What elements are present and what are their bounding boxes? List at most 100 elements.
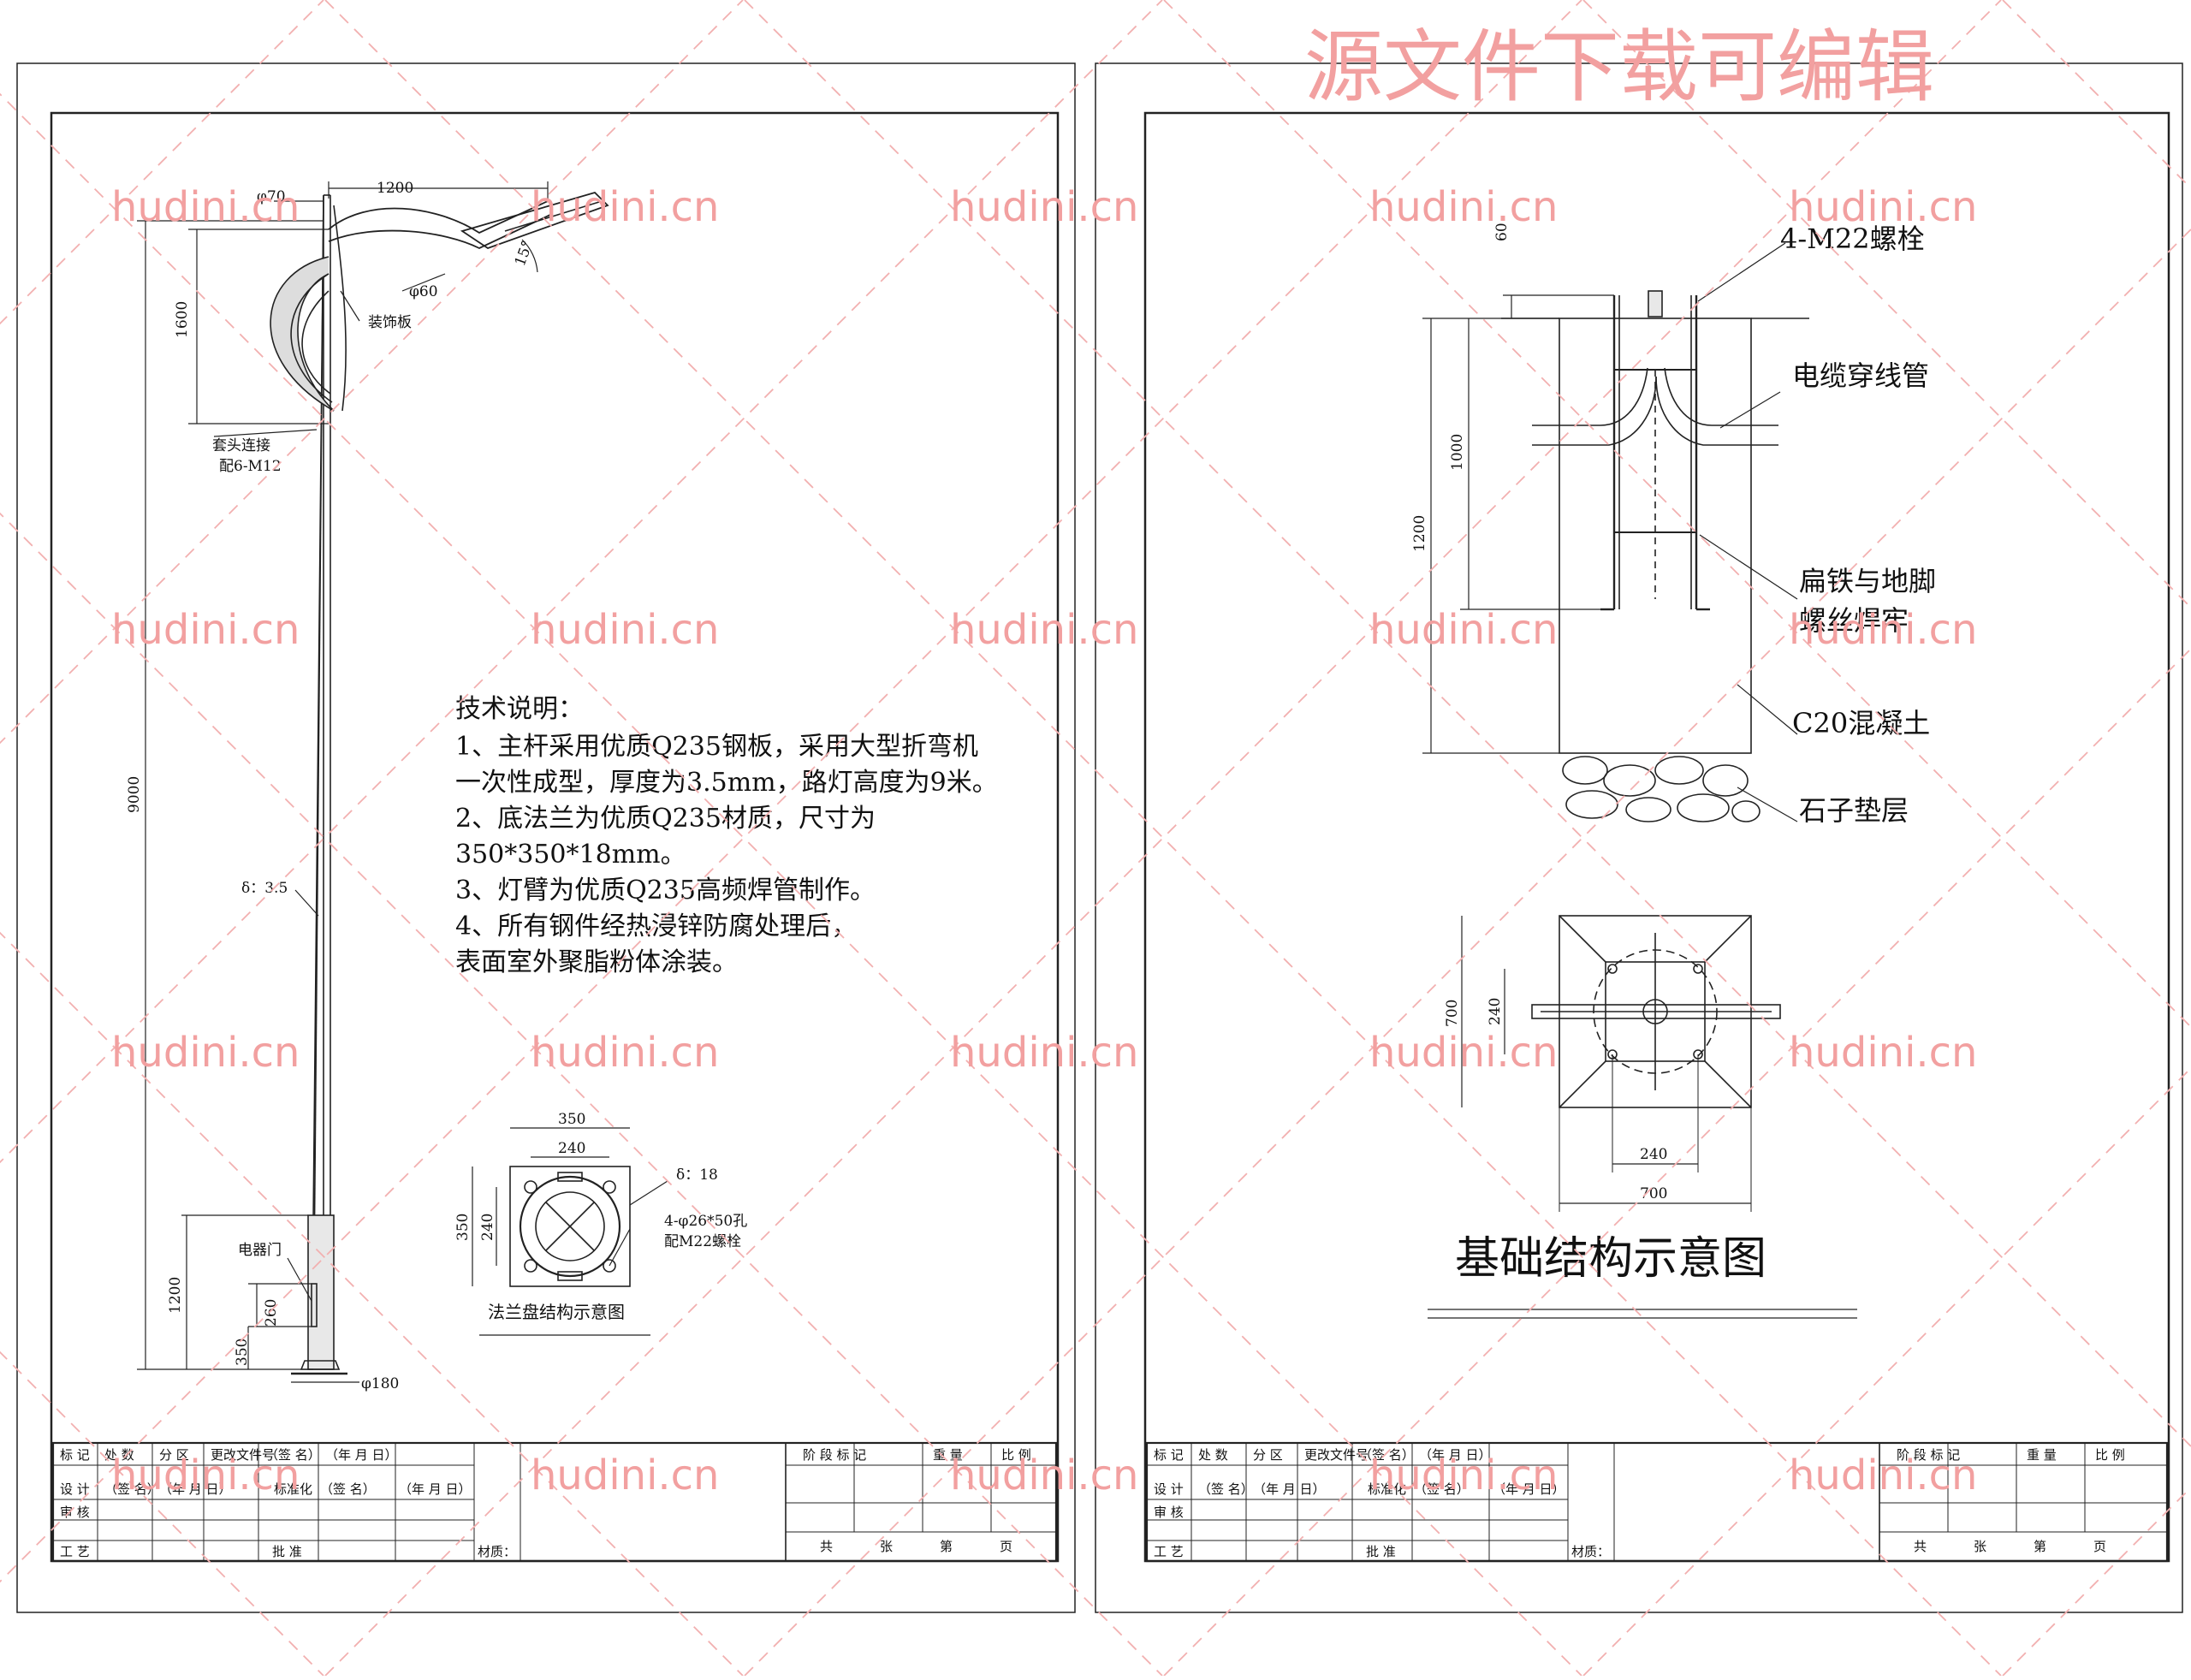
title-block-review: 审 核 [60, 1505, 90, 1520]
flange-side-inner-dim: 240 [479, 1214, 496, 1241]
tech-notes-line-7: 表面室外聚脂粉体涂装。 [455, 947, 738, 977]
pole-base-section [307, 1214, 335, 1370]
title-block-frame [1145, 1441, 2169, 1563]
pole-base-collar [300, 1360, 341, 1370]
flange-hole-tl [524, 1180, 537, 1194]
decor-plate-curve-1 [290, 273, 333, 403]
watermark-banner: 源文件下载可编辑 [1304, 21, 1934, 113]
title-block-sheet-count: 共 [820, 1539, 833, 1554]
flange-inner-circle [535, 1191, 605, 1261]
gravel-stone [1562, 756, 1608, 785]
pole-dimensions [137, 181, 549, 1383]
cable-pipe-right-bottom [1655, 376, 1778, 446]
watermark-site-text: hudini.cn [1369, 1029, 1558, 1077]
plan-bolt [1693, 964, 1703, 974]
watermark-site-text: hudini.cn [1789, 183, 1977, 231]
watermark-diagonal [744, 228, 2191, 1677]
watermark-diagonal [0, 0, 744, 745]
leader-thickness [294, 889, 319, 917]
title-block-header-cell: （签 名） [1359, 1447, 1415, 1463]
watermark-site-text: hudini.cn [531, 183, 719, 231]
decor-plate-shape [270, 256, 335, 412]
gravel-stone [1654, 756, 1704, 785]
title-block-sheet-count: 张 [1974, 1539, 1986, 1554]
flange-outer-circle [519, 1175, 621, 1278]
label-weld-2: 螺丝焊牢 [1799, 604, 1909, 637]
label-weld-1: 扁铁与地脚 [1799, 565, 1936, 597]
label-bolts: 4-M22螺栓 [1780, 223, 1925, 255]
dim-angle: 15° [512, 239, 537, 269]
watermark-site-text: hudini.cn [111, 606, 300, 654]
flange-hole-tr [603, 1180, 616, 1194]
gravel-stone [1603, 764, 1656, 797]
dim-total-height: 9000 [126, 776, 143, 813]
watermark-diagonal [1582, 1066, 2191, 1677]
dim-base-height: 1200 [167, 1277, 184, 1314]
label-gravel: 石子垫层 [1799, 794, 1909, 827]
flange-hole-bl [524, 1259, 537, 1273]
watermark-site-text: hudini.cn [1789, 1451, 1977, 1499]
concrete-block [1559, 318, 1752, 754]
watermark-diagonal [0, 512, 1163, 1677]
title-block-design-cell: （年 月 日） [399, 1481, 472, 1497]
watermark-diagonal [0, 931, 744, 1677]
title-block-right: 标 记处 数分 区更改文件号（签 名）（年 月 日）设 计（签 名）（年 月 日… [1145, 1441, 2169, 1563]
pole-shaft-right [330, 195, 334, 1370]
tech-notes: 技术说明： 1、主杆采用优质Q235钢板，采用大型折弯机 一次性成型，厚度为3.… [455, 694, 998, 977]
title-block-header-cell: 更改文件号 [1304, 1447, 1369, 1463]
title-block-weight: 重 量 [2027, 1447, 2057, 1463]
watermark-diagonal [2002, 0, 2191, 190]
leader-cable-pipe [1719, 391, 1781, 429]
title-block-scale: 比 例 [2095, 1447, 2125, 1463]
flange-plate-diagram [472, 1127, 668, 1336]
watermark-site-text: hudini.cn [1369, 1451, 1558, 1499]
flange-inner-dim: 240 [558, 1140, 585, 1157]
title-block-approve: 批 准 [272, 1544, 302, 1559]
gravel-stone [1565, 790, 1618, 819]
title-block-sheet-count: 页 [1000, 1539, 1012, 1554]
title-block-material: 材质： [1571, 1544, 1610, 1559]
foundation-section [1422, 242, 1809, 822]
flange-slot-top [557, 1172, 583, 1182]
title-block-sheet-count: 第 [2034, 1539, 2046, 1554]
title-block-scale: 比 例 [1001, 1447, 1031, 1463]
leader-decor-plate [340, 290, 360, 322]
foundation-title: 基础结构示意图 [1455, 1233, 1766, 1285]
tech-notes-line-1: 1、主杆采用优质Q235钢板，采用大型折弯机 [455, 732, 978, 762]
flange-slot-bottom [557, 1271, 583, 1281]
label-cable-pipe: 电缆穿线管 [1792, 359, 1929, 392]
sheet-frames [16, 62, 2183, 1613]
dim-1000: 1000 [1449, 434, 1466, 471]
tech-notes-line-3: 2、底法兰为优质Q235材质，尺寸为 [455, 804, 876, 834]
label-thickness: δ：3.5 [241, 880, 288, 897]
title-block-left: 标 记处 数分 区更改文件号（签 名）（年 月 日）设 计（签 名）（年 月 日… [51, 1441, 1058, 1563]
title-block-header-cell: 分 区 [1253, 1447, 1283, 1463]
title-block-design-cell: 标准化 [274, 1481, 312, 1497]
title-block-design-cell: （签 名） [320, 1481, 376, 1497]
watermark-site-text: hudini.cn [111, 1451, 300, 1499]
flange-side-outer-dim: 350 [454, 1214, 472, 1241]
watermark-site-text: hudini.cn [531, 1451, 719, 1499]
watermark-diagonal [324, 0, 2002, 1677]
watermark-diagonal [744, 0, 2191, 1448]
gravel-layer [1562, 756, 1761, 822]
title-block-header-cell: 处 数 [1198, 1447, 1228, 1463]
leader-weld [1699, 534, 1798, 600]
dim-1200: 1200 [1411, 515, 1428, 552]
lamp-pole-elevation [270, 191, 609, 1375]
flange-holes-2: 配M22螺栓 [664, 1233, 741, 1250]
pole-taper-line [312, 194, 324, 1370]
plan-bolt [1607, 964, 1618, 974]
dim-base-dia: φ180 [361, 1375, 399, 1392]
gravel-stone [1625, 797, 1671, 822]
pole-neck [333, 205, 347, 412]
title-block-design-cell: 标准化 [1368, 1481, 1406, 1497]
watermark-diagonal [0, 1351, 324, 1677]
leader-concrete [1737, 684, 1798, 735]
cable-pipe-left-top [1532, 367, 1648, 426]
flange-cross-2 [545, 1202, 595, 1251]
watermark-diagonal [0, 0, 1163, 1164]
plan-cable-pipe [1531, 1004, 1781, 1019]
watermark-site-text: hudini.cn [111, 183, 300, 231]
dim-arm-height: 1600 [174, 301, 191, 338]
